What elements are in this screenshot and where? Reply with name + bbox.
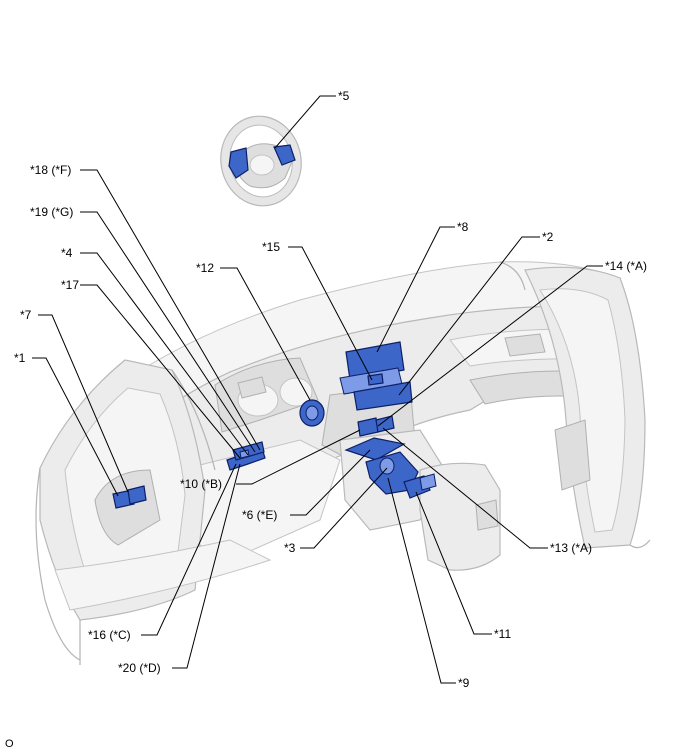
label-5: *5 xyxy=(338,89,350,103)
label-6: *6 (*E) xyxy=(242,508,277,522)
label-11: *11 xyxy=(494,627,511,641)
label-15: *15 xyxy=(262,240,280,254)
door-switch-7 xyxy=(127,485,147,505)
label-19: *19 (*G) xyxy=(30,205,73,219)
steering-pad-switch-left xyxy=(228,147,249,179)
label-14: *14 (*A) xyxy=(605,259,647,273)
label-20: *20 (*D) xyxy=(118,661,161,675)
highlighted-components xyxy=(112,341,437,509)
label-1: *1 xyxy=(14,351,26,365)
label-16: *16 (*C) xyxy=(88,628,131,642)
label-12: *12 xyxy=(196,261,214,275)
label-3: *3 xyxy=(284,541,296,555)
steering-wheel xyxy=(220,115,302,207)
footer-code: O xyxy=(5,738,14,750)
label-17: *17 xyxy=(61,278,79,292)
steering-pad-switch-right xyxy=(273,144,296,166)
label-9: *9 xyxy=(458,676,470,690)
label-18: *18 (*F) xyxy=(30,163,71,177)
leader-lines xyxy=(32,95,603,684)
center-switch-b xyxy=(375,415,395,433)
console-module xyxy=(344,437,406,461)
label-7: *7 xyxy=(20,308,32,322)
label-2: *2 xyxy=(542,230,554,244)
label-13: *13 (*A) xyxy=(550,541,592,555)
label-10: *10 (*B) xyxy=(180,477,222,491)
center-panel-switch xyxy=(353,381,413,411)
label-8: *8 xyxy=(457,220,469,234)
callout-labels: *5 *18 (*F) *19 (*G) *4 *17 *7 *1 *12 *1… xyxy=(5,89,647,750)
label-4: *4 xyxy=(61,246,73,260)
